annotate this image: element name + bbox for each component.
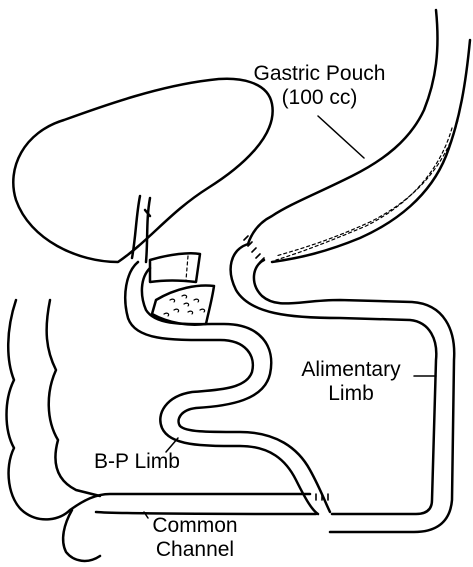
leader-gastric (318, 116, 364, 158)
common-channel-label-line2: Channel (120, 538, 270, 562)
pancreas-texture (164, 295, 205, 316)
appendix (63, 510, 100, 561)
alimentary-limb-label-line2: Limb (278, 382, 424, 406)
alimentary-limb-label-line1: Alimentary (278, 358, 424, 382)
pancreas-outline (152, 286, 214, 325)
duct-right (146, 198, 150, 262)
gastric-pouch-label: Gastric Pouch (100 cc) (232, 62, 407, 110)
colon-inner-edge (47, 300, 100, 496)
anastomosis-stitches (244, 236, 264, 262)
alimentary-limb-label: Alimentary Limb (278, 358, 424, 406)
gastric-pouch-label-line1: Gastric Pouch (232, 62, 407, 86)
colon-outline (7, 300, 311, 519)
gastric-pouch-label-line2: (100 cc) (232, 86, 407, 110)
common-channel-label-line1: Common (120, 514, 270, 538)
remnant-staple-2 (186, 256, 188, 280)
bp-limb-label: B-P Limb (94, 450, 204, 474)
junction-stitches (316, 494, 328, 500)
common-channel-label: Common Channel (120, 514, 270, 562)
staple-line-pouch-2 (276, 128, 452, 260)
stomach-remnant (150, 253, 200, 282)
